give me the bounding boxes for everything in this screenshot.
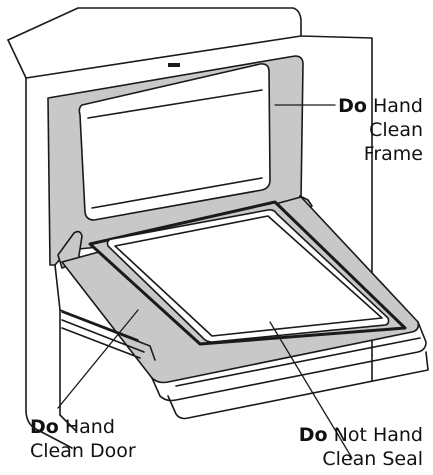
drawer-panel-2 <box>61 319 145 353</box>
callout-seal-line1: Not Hand <box>327 424 423 446</box>
callout-door-line1: Hand <box>58 416 115 438</box>
callout-seal-line2: Clean Seal <box>322 448 423 470</box>
vent-slot <box>168 63 180 67</box>
leader-seal <box>269 321 353 459</box>
cabinet-left-side <box>7 39 73 449</box>
cabinet-top <box>7 7 373 356</box>
door-bottom-lip <box>167 351 429 420</box>
callout-frame-strong: Do <box>338 95 367 117</box>
callout-frame-line1: Hand <box>366 95 423 117</box>
door-window-bevel <box>114 215 383 337</box>
cabinet-top-edge <box>25 35 302 79</box>
callout-door-line2: Clean Door <box>30 440 136 462</box>
callout-frame-line2: Clean <box>369 119 423 141</box>
drawer-bottom <box>59 414 76 431</box>
callout-frame-line3: Frame <box>363 143 423 165</box>
cavity-floor-edge <box>91 177 263 209</box>
door-front-edge <box>151 321 427 402</box>
callout-seal: Do Not Hand Clean Seal <box>299 423 423 471</box>
drawer-panel-3 <box>61 327 141 359</box>
door-window <box>106 209 390 343</box>
leader-door <box>57 309 139 409</box>
callout-door-strong: Do <box>30 416 59 438</box>
callout-seal-strong: Do <box>298 424 328 446</box>
drawer-panel-1 <box>61 311 156 361</box>
door-handle-line <box>175 337 421 387</box>
callout-frame: Do Hand Clean Frame <box>338 94 423 166</box>
callout-door: Do Hand Clean Door <box>30 415 136 463</box>
oven-cavity-window <box>78 63 271 221</box>
cavity-back-edge <box>87 89 263 119</box>
